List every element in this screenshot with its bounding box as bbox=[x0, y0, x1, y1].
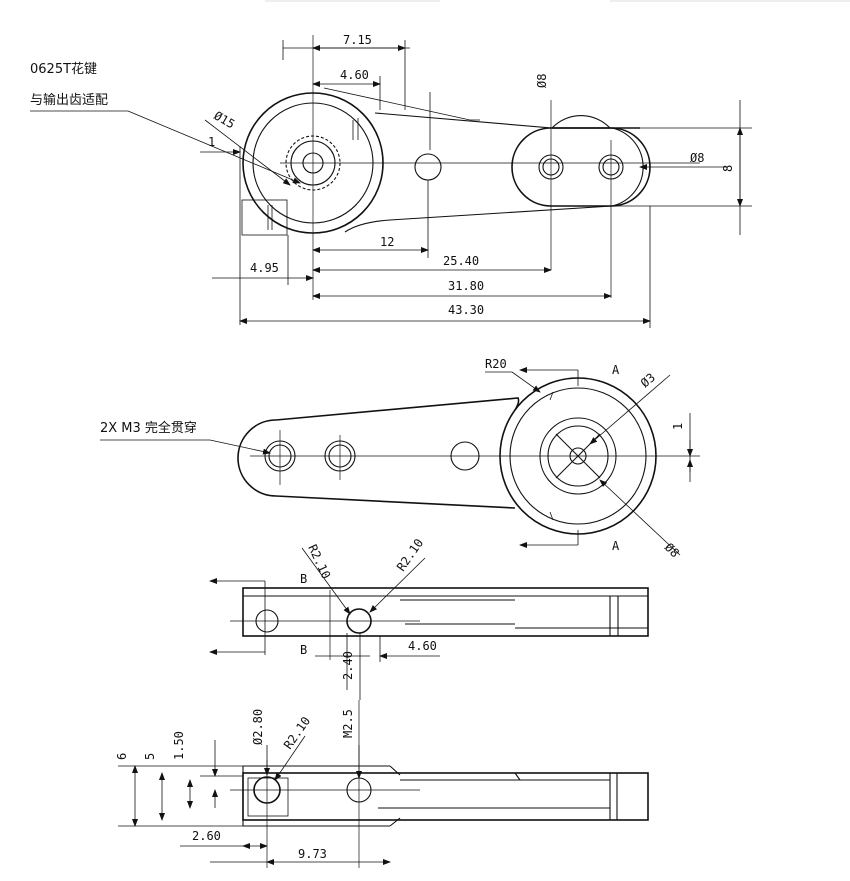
dim-1: 1 bbox=[208, 135, 215, 149]
section-a-top: A bbox=[612, 363, 620, 377]
dim-31-80: 31.80 bbox=[448, 279, 484, 293]
dim-7-15: 7.15 bbox=[343, 33, 372, 47]
dim-2-40: 2.40 bbox=[341, 651, 355, 680]
side-view: B B R2.10 R2.10 4.60 2.40 bbox=[209, 536, 649, 700]
dim-9-73: 9.73 bbox=[298, 847, 327, 861]
dim-12: 12 bbox=[380, 235, 394, 249]
dim-4-60-side: 4.60 bbox=[408, 639, 437, 653]
top-view: 7.15 4.60 Ø15 1 0625T花键 与输出齿适配 Ø8 Ø8 8 1… bbox=[30, 33, 752, 328]
dim-m2-5: M2.5 bbox=[341, 709, 355, 738]
dim-6: 6 bbox=[115, 753, 129, 760]
note-holes: 2X M3 完全贯穿 bbox=[100, 420, 197, 436]
dim-1-50: 1.50 bbox=[172, 731, 186, 760]
dim-r2-10-section: R2.10 bbox=[281, 714, 313, 752]
dim-r2-10-right: R2.10 bbox=[394, 536, 426, 574]
dim-phi3: Ø3 bbox=[638, 370, 658, 390]
dim-phi8-top: Ø8 bbox=[535, 74, 549, 88]
dim-phi8-plan: Ø8 bbox=[662, 540, 682, 560]
dim-2-60: 2.60 bbox=[192, 829, 221, 843]
dim-43-30: 43.30 bbox=[448, 303, 484, 317]
note-spline-line2: 与输出齿适配 bbox=[30, 92, 108, 108]
section-b-top: B bbox=[300, 572, 307, 586]
dim-r2-10-left: R2.10 bbox=[305, 542, 333, 581]
section-view: 6 5 1.50 Ø2.80 R2.10 M2.5 2.60 9.73 bbox=[115, 700, 649, 868]
dim-phi8-right: Ø8 bbox=[690, 151, 704, 165]
dim-25-40: 25.40 bbox=[443, 254, 479, 268]
dim-8: 8 bbox=[721, 165, 735, 172]
dim-4-60: 4.60 bbox=[340, 68, 369, 82]
dim-5: 5 bbox=[143, 753, 157, 760]
dim-phi2-80: Ø2.80 bbox=[251, 709, 265, 745]
dim-r20: R20 bbox=[485, 357, 507, 371]
plan-view: A A R20 Ø3 Ø8 1 2X M3 完全贯穿 bbox=[100, 357, 700, 560]
note-spline-line1: 0625T花键 bbox=[30, 61, 97, 77]
section-b-bottom: B bbox=[300, 643, 307, 657]
section-a-bottom: A bbox=[612, 539, 620, 553]
dim-4-95: 4.95 bbox=[250, 261, 279, 275]
dim-1-plan: 1 bbox=[671, 423, 685, 430]
